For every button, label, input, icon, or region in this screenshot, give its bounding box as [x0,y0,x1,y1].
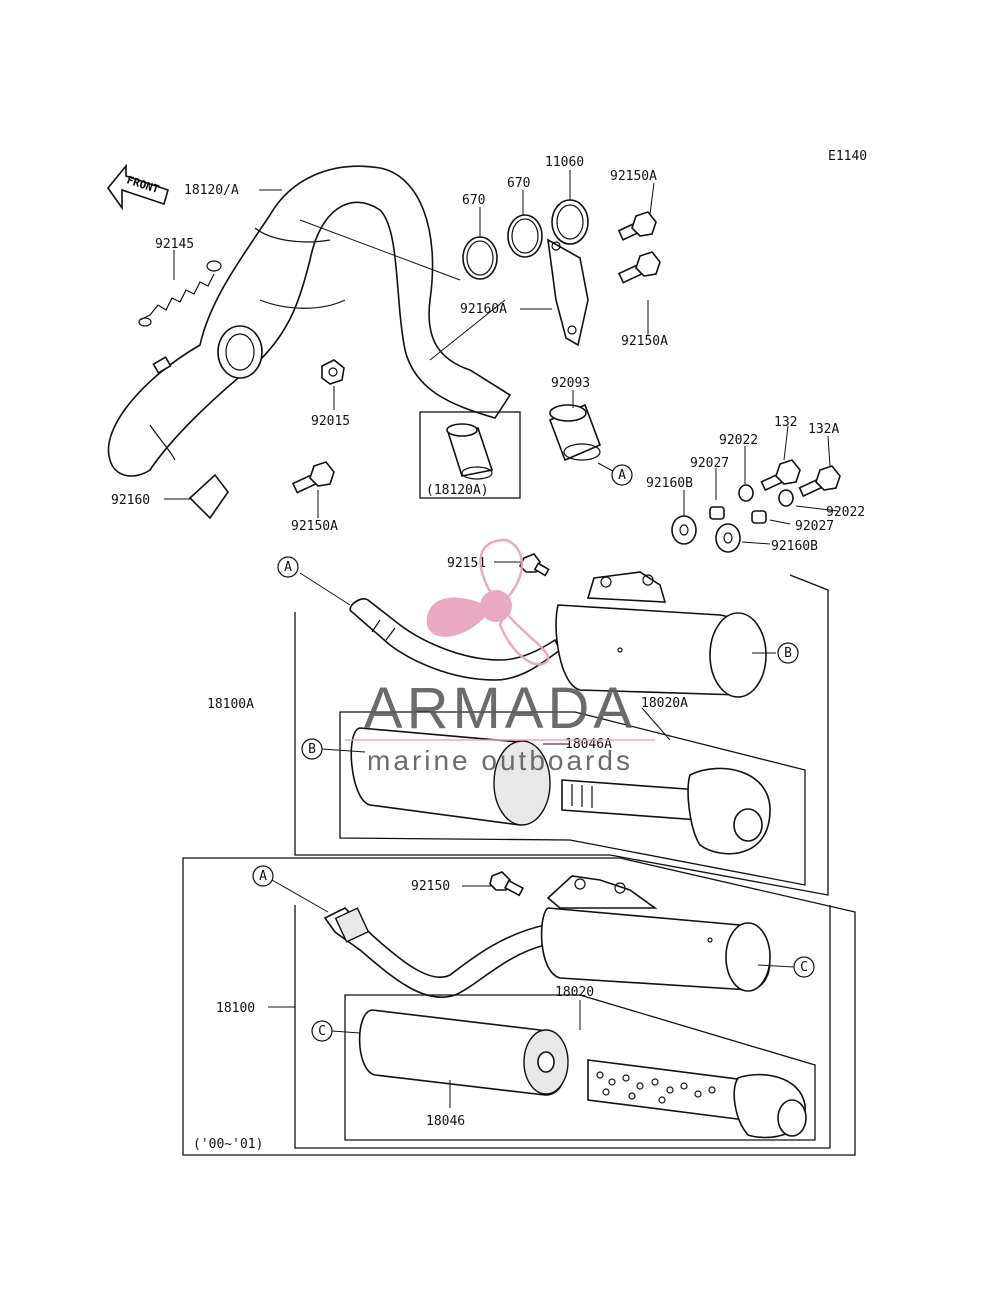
label-18120a: 18120/A [184,183,239,198]
label-92150a-2: 92150A [621,334,668,349]
label-132: 132 [774,415,797,430]
nut-92015 [321,359,345,385]
label-92151: 92151 [447,556,486,571]
label-670-a: 670 [462,193,485,208]
svg-text:A: A [284,560,292,575]
sleeve-92093 [548,403,602,462]
callout-a-1: A [277,556,299,578]
spring [138,260,222,327]
bolt-132a [798,465,841,498]
washer-92022-a [738,484,754,502]
bolt-132 [760,459,801,492]
washer-92022-b [778,489,794,507]
group-box-18100-inner [294,905,831,1149]
front-arrow-icon: FRONT [106,163,169,211]
grommet-92160b-a [671,515,697,545]
svg-text:B: B [308,742,316,757]
label-92027-b: 92027 [795,519,834,534]
collar-92027-b [751,510,767,524]
bolt-92150a-2 [617,251,661,284]
leader-lines [164,170,839,1108]
inner-pipe-18020a [561,767,771,855]
bracket-92160 [188,473,229,520]
bolt-92150a-3 [291,461,335,494]
collar-92027-a [709,506,725,520]
label-18020: 18020 [555,985,594,1000]
label-18020a: 18020A [641,696,688,711]
label-11060: 11060 [545,155,584,170]
label-18100: 18100 [216,1001,255,1016]
alt-part-box [419,411,521,499]
label-92150: 92150 [411,879,450,894]
inner-pipe-18020 [587,1059,807,1139]
callout-a-3: A [252,865,274,887]
propeller-logo-icon [426,538,550,666]
o-ring-670-b [507,214,543,258]
label-18120a-alt: (18120A) [426,483,489,498]
svg-text:C: C [800,960,808,975]
label-92160: 92160 [111,493,150,508]
bolt-92150a-1 [617,211,657,241]
exhaust-pipe [107,165,512,477]
packing-18046a [350,727,551,826]
bolt-92150 [489,871,525,897]
label-92093: 92093 [551,376,590,391]
muffler-assembly-18100a [349,571,767,698]
label-92015: 92015 [311,414,350,429]
label-18046: 18046 [426,1114,465,1129]
armada-watermark: ARMADA marine outboards [345,538,655,776]
svg-text:A: A [259,869,267,884]
callout-c-2: C [311,1020,333,1042]
group-box-18100a [294,574,829,896]
label-92022-b: 92022 [826,505,865,520]
part-labels: 18120/A 670 670 11060 92150A 92145 92160… [111,155,865,1152]
diagram-code: E1140 [828,149,867,164]
callout-b-2: B [301,738,323,760]
svg-text:C: C [318,1024,326,1039]
label-92160a: 92160A [460,302,507,317]
grommet-92160b-b [715,523,741,553]
label-92150a-3: 92150A [291,519,338,534]
callout-b-1: B [777,642,799,664]
callout-a-2: A [611,464,633,486]
packing-18046 [358,1009,569,1096]
exploded-box-18020a [339,711,806,886]
svg-text:B: B [784,646,792,661]
watermark-tagline: marine outboards [367,745,633,776]
label-18100a: 18100A [207,697,254,712]
label-92027-a: 92027 [690,456,729,471]
callout-c-1: C [793,956,815,978]
label-92145: 92145 [155,237,194,252]
watermark-brand: ARMADA [364,676,636,741]
label-132a: 132A [808,422,839,437]
label-years-note: ('00~'01) [193,1137,263,1152]
label-92150a-1: 92150A [610,169,657,184]
label-92160b-a: 92160B [646,476,693,491]
svg-text:A: A [618,468,626,483]
group-box-18100 [182,857,856,1156]
alt-joint-18120a [446,423,494,480]
bracket-92160a [546,238,589,347]
exploded-box-18020 [344,994,816,1141]
screw-92151 [519,553,550,577]
label-92022-a: 92022 [719,433,758,448]
label-670-b: 670 [507,176,530,191]
o-ring-670-a [462,236,498,280]
label-92160b-b: 92160B [771,539,818,554]
muffler-assembly-18100 [323,875,771,998]
